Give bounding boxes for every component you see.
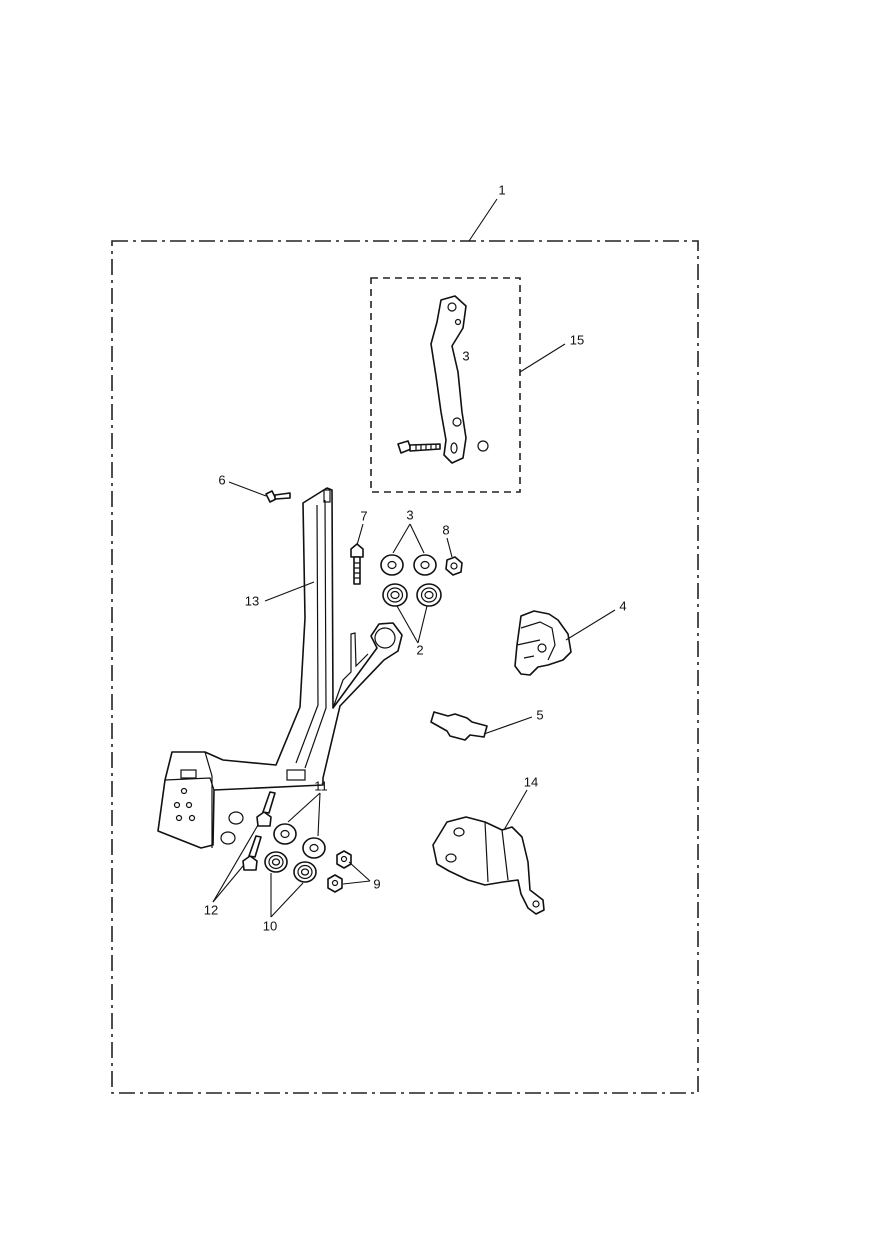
grommets-10: [264, 851, 317, 883]
callout-5: 5: [536, 707, 543, 722]
callout-4: 4: [619, 598, 626, 613]
callout-1: 1: [498, 182, 505, 197]
nut-8: [445, 556, 463, 576]
bolt-7: [350, 543, 364, 585]
kit-boundary-frame: [111, 240, 699, 1094]
leader-lines: [212, 198, 616, 918]
callout-3-inset: 3: [462, 348, 469, 363]
callout-7: 7: [360, 508, 367, 523]
callout-10: 10: [263, 918, 277, 933]
washers-3: [380, 554, 437, 576]
callout-14: 14: [524, 774, 538, 789]
bolts-12: [242, 791, 276, 871]
callout-9: 9: [373, 876, 380, 891]
callout-12: 12: [204, 902, 218, 917]
callout-13: 13: [245, 593, 259, 608]
bolt-6: [265, 490, 291, 503]
inset-link-arm: [430, 295, 489, 464]
callout-6: 6: [218, 472, 225, 487]
nuts-9: [327, 850, 352, 893]
washers-11: [273, 823, 326, 859]
bracket-14: [432, 816, 545, 915]
inset-bolt: [397, 440, 441, 454]
callout-labels: 1 15 3 6 7 3 8 13 4 2 5 14 11 9 12 10: [204, 182, 627, 933]
main-bracket-13: [157, 487, 403, 849]
subassembly-boundary-frame: [370, 277, 521, 493]
grommets-2: [382, 583, 442, 607]
callout-15: 15: [570, 332, 584, 347]
plate-5: [430, 711, 488, 741]
callout-8: 8: [442, 522, 449, 537]
callout-11: 11: [314, 778, 328, 793]
clamp-4: [514, 610, 572, 676]
callout-2: 2: [416, 642, 423, 657]
callout-3: 3: [406, 507, 413, 522]
